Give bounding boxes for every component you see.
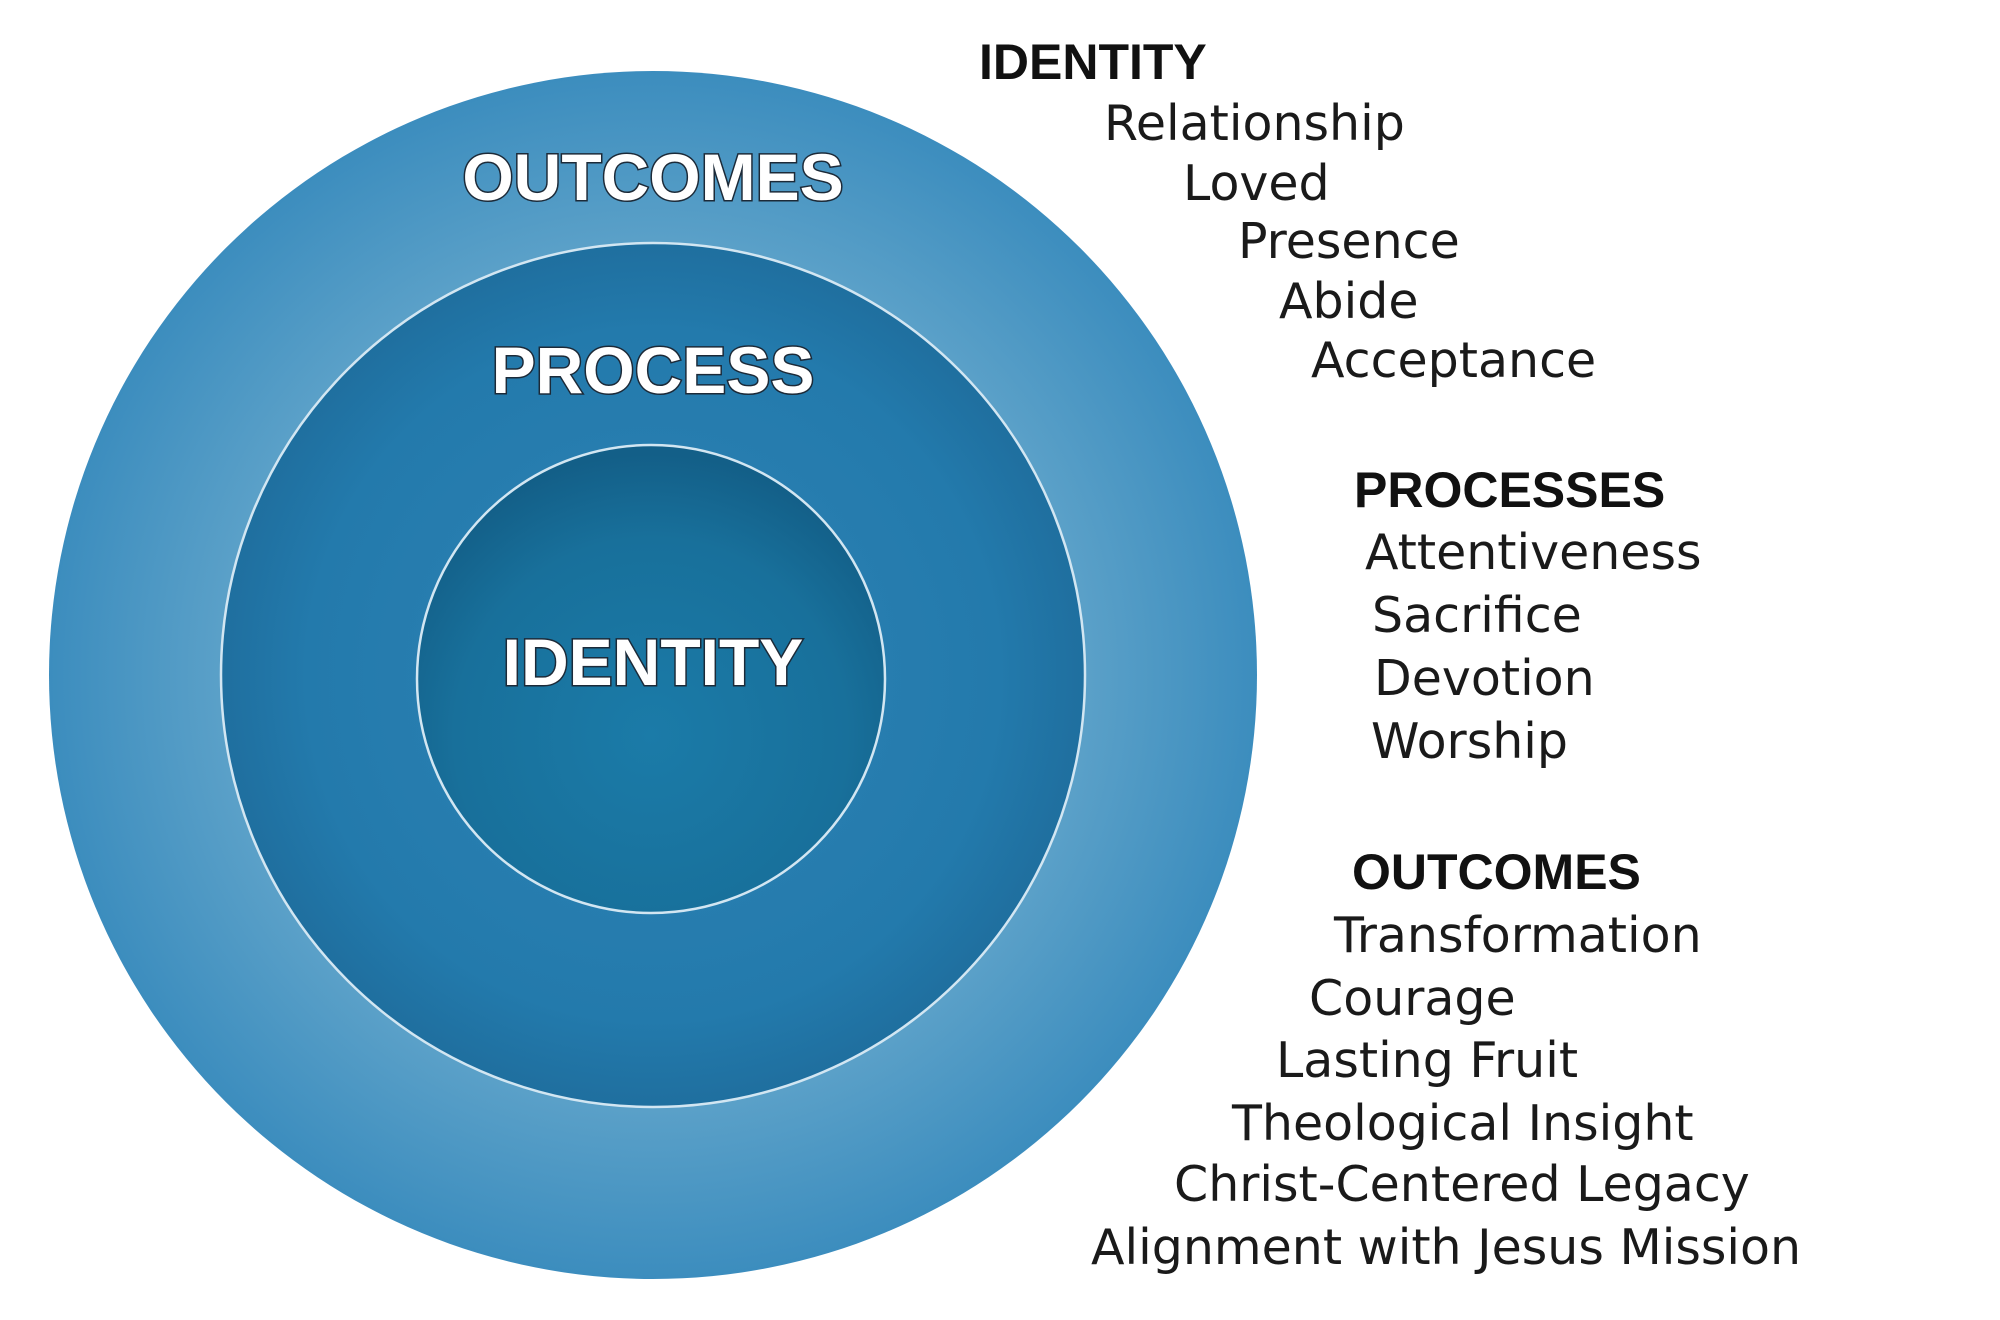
outer-ring-label: OUTCOMES — [462, 140, 843, 214]
inner-core-identity — [415, 443, 887, 915]
middle-ring-label: PROCESS — [492, 333, 815, 407]
inner-core-label: IDENTITY — [503, 625, 804, 699]
